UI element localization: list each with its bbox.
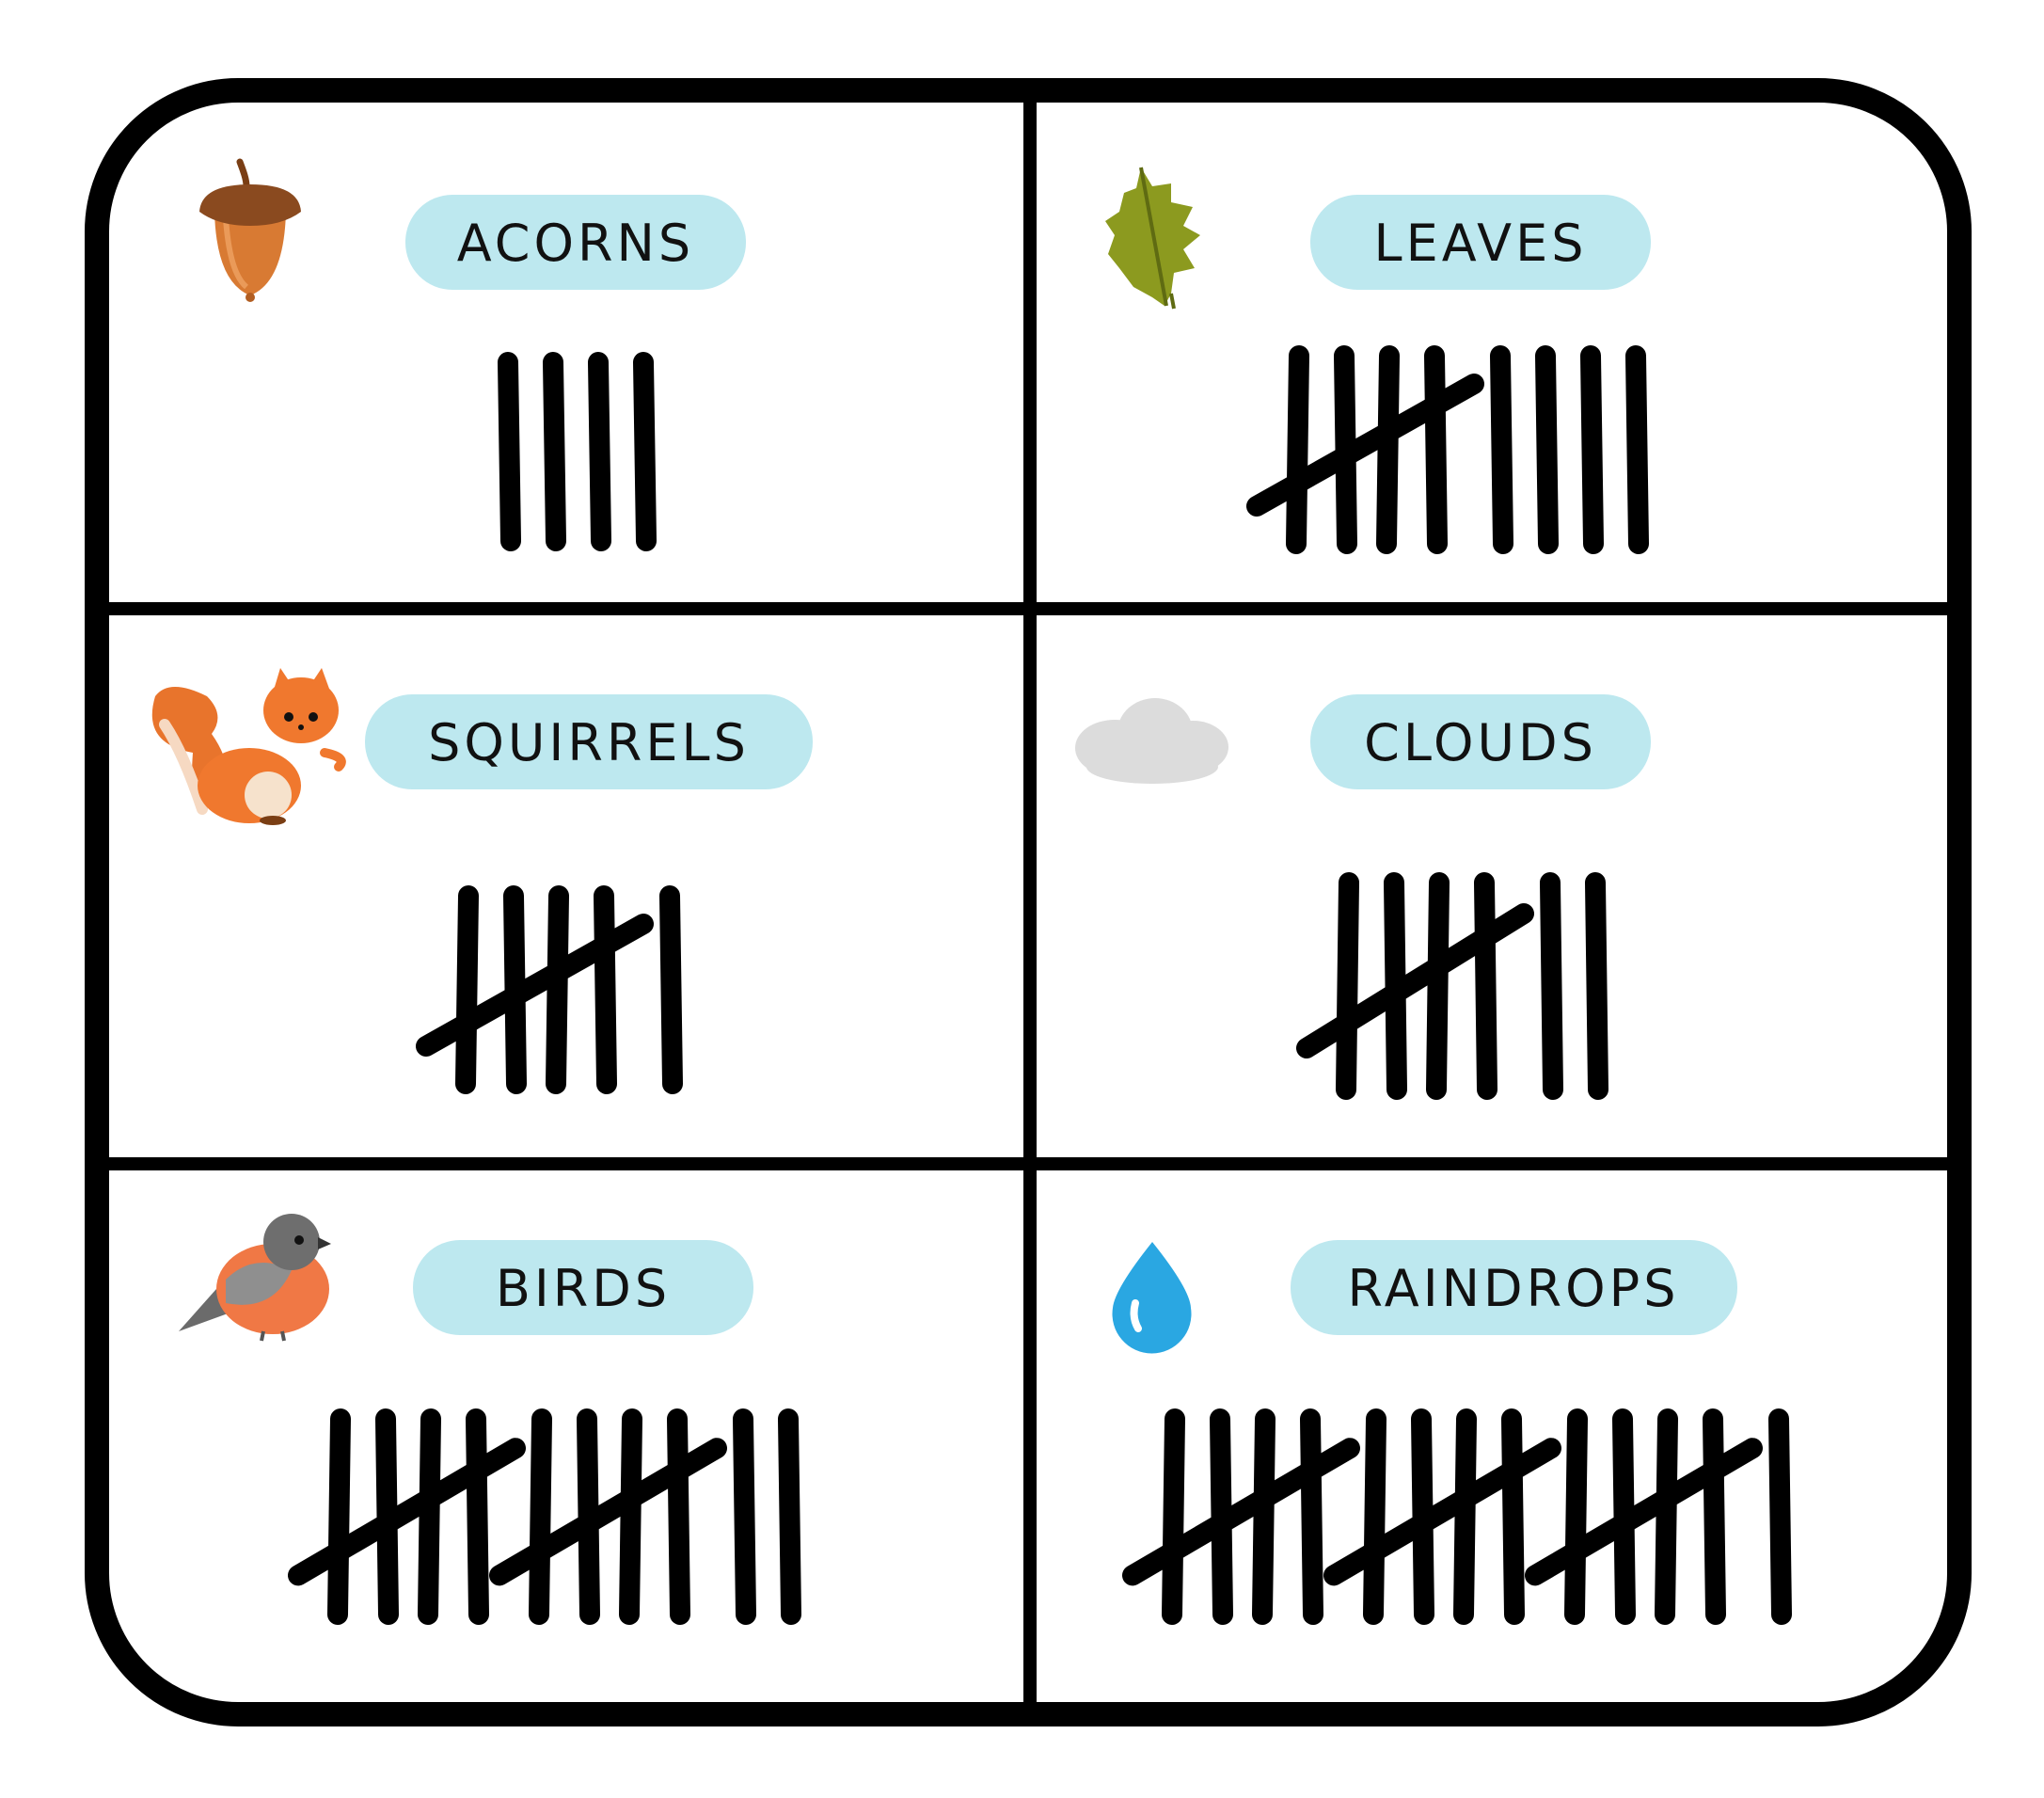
tally-clouds xyxy=(1296,872,1608,1100)
label-pill-squirrels xyxy=(365,694,813,789)
squirrel-icon xyxy=(151,668,346,825)
tally-mark xyxy=(1162,1408,1185,1625)
tally-mark xyxy=(594,885,617,1094)
label-pill-acorns xyxy=(405,195,746,290)
tally-mark xyxy=(1490,345,1513,554)
tally-mark xyxy=(1768,1408,1792,1625)
cell-birds: BIRDS xyxy=(179,1214,801,1625)
tally-mark xyxy=(1376,345,1400,554)
label-pill-raindrops xyxy=(1291,1240,1737,1335)
label-pill-leaves xyxy=(1310,195,1651,290)
tally-mark xyxy=(1501,1408,1525,1625)
label-clouds: CLOUDS xyxy=(1364,713,1597,772)
tally-mark xyxy=(1585,872,1608,1100)
tally-mark xyxy=(667,1408,690,1625)
tally-mark xyxy=(619,1408,642,1625)
tally-mark xyxy=(1564,1408,1588,1625)
tally-mark xyxy=(1424,345,1448,554)
tally-raindrops xyxy=(1122,1408,1792,1625)
label-pill-birds xyxy=(413,1240,753,1335)
tally-mark xyxy=(455,885,479,1094)
acorn-icon xyxy=(199,158,301,302)
tally-mark xyxy=(466,1408,489,1625)
tally-mark xyxy=(1363,1408,1386,1625)
tally-mark xyxy=(1655,1408,1678,1625)
tally-mark xyxy=(1300,1408,1323,1625)
cell-acorns: ACORNS xyxy=(199,158,746,551)
tally-cross-mark xyxy=(1246,374,1484,517)
tally-cross-mark xyxy=(1323,1438,1561,1586)
cell-raindrops: RAINDROPS xyxy=(1112,1240,1792,1625)
tally-mark xyxy=(1625,345,1649,554)
cloud-icon xyxy=(1075,698,1228,784)
raindrop-icon xyxy=(1112,1242,1192,1354)
tally-cross-mark xyxy=(489,1438,727,1586)
tally-mark xyxy=(1703,1408,1726,1625)
tally-mark xyxy=(659,885,683,1094)
tally-cross-mark xyxy=(1525,1438,1763,1586)
cell-clouds: CLOUDS xyxy=(1075,694,1651,1100)
tally-mark xyxy=(1252,1408,1276,1625)
tally-mark xyxy=(327,1408,351,1625)
tally-birds xyxy=(288,1408,801,1625)
cell-squirrels: SQUIRRELS xyxy=(151,668,813,1094)
tally-mark xyxy=(1540,872,1563,1100)
label-birds: BIRDS xyxy=(496,1259,671,1318)
tally-mark xyxy=(778,1408,801,1625)
tally-acorns xyxy=(498,352,657,551)
tally-mark xyxy=(1336,872,1359,1100)
tally-mark xyxy=(588,352,611,551)
tally-mark xyxy=(1426,872,1450,1100)
tally-mark xyxy=(633,352,657,551)
tally-mark xyxy=(418,1408,441,1625)
tally-mark xyxy=(733,1408,756,1625)
label-squirrels: SQUIRRELS xyxy=(428,713,750,772)
leaf-icon xyxy=(1105,167,1200,310)
tally-leaves xyxy=(1246,345,1649,554)
tally-mark xyxy=(1535,345,1559,554)
cell-leaves: LEAVES xyxy=(1105,167,1651,554)
tally-mark xyxy=(498,352,521,551)
tally-mark xyxy=(543,352,566,551)
tally-mark xyxy=(1286,345,1309,554)
label-acorns: ACORNS xyxy=(457,214,694,273)
tally-cross-mark xyxy=(1296,903,1534,1058)
tally-mark xyxy=(1453,1408,1477,1625)
tally-mark xyxy=(1580,345,1604,554)
bird-icon xyxy=(179,1214,331,1342)
tally-mark xyxy=(529,1408,552,1625)
tally-mark xyxy=(1474,872,1497,1100)
tally-mark xyxy=(546,885,569,1094)
label-leaves: LEAVES xyxy=(1373,214,1587,273)
tally-squirrels xyxy=(416,885,683,1094)
tally-cross-mark xyxy=(1122,1438,1360,1586)
tally-cross-mark xyxy=(288,1438,526,1586)
label-pill-clouds xyxy=(1310,694,1651,789)
tally-cross-mark xyxy=(416,914,654,1057)
label-raindrops: RAINDROPS xyxy=(1347,1259,1679,1318)
